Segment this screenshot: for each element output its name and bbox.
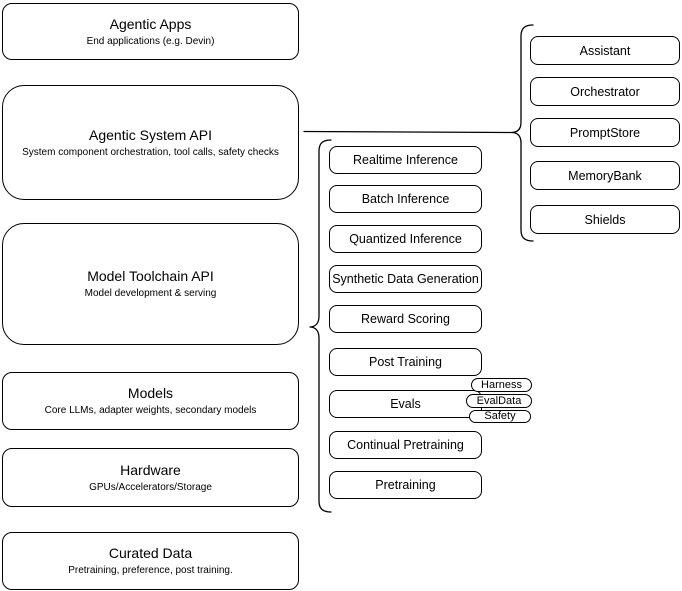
node-promptstore: PromptStore (530, 118, 680, 147)
node-realtime-inference: Realtime Inference (329, 146, 482, 174)
node-label: Reward Scoring (361, 312, 450, 326)
node-label: Synthetic Data Generation (332, 272, 479, 286)
node-label: Orchestrator (570, 84, 640, 99)
node-title: Agentic Apps (109, 15, 192, 32)
node-label: Continual Pretraining (347, 438, 464, 452)
brace-to-system-api-line (303, 130, 513, 134)
node-memorybank: MemoryBank (530, 161, 680, 190)
node-label: Batch Inference (361, 192, 450, 206)
node-synthetic-data-generation: Synthetic Data Generation (329, 265, 482, 293)
node-title: Model Toolchain API (87, 268, 214, 284)
node-label: Quantized Inference (349, 232, 462, 246)
node-model-toolchain-api: Model Toolchain API Model development & … (2, 223, 299, 345)
node-quantized-inference: Quantized Inference (329, 225, 482, 253)
node-assistant: Assistant (530, 36, 680, 65)
node-label: PromptStore (569, 125, 641, 140)
node-pretraining: Pretraining (329, 471, 482, 499)
node-agentic-system-api: Agentic System API System component orch… (2, 85, 299, 200)
node-orchestrator: Orchestrator (530, 77, 680, 106)
node-label: Post Training (369, 355, 442, 369)
node-post-training: Post Training (329, 348, 482, 376)
node-reward-scoring: Reward Scoring (329, 305, 482, 333)
node-subtitle: GPUs/Accelerators/Storage (89, 481, 212, 493)
node-title: Models (127, 385, 174, 401)
node-agentic-apps: Agentic Apps End applications (e.g. Devi… (2, 3, 299, 60)
node-hardware: Hardware GPUs/Accelerators/Storage (2, 448, 299, 507)
node-label: Evals (390, 397, 421, 411)
node-continual-pretraining: Continual Pretraining (329, 431, 482, 459)
node-title: Agentic System API (89, 126, 212, 143)
node-evals: Evals (329, 390, 482, 418)
toolchain-brace (309, 139, 332, 513)
tag-label: Harness (481, 378, 522, 391)
node-curated-data: Curated Data Pretraining, preference, po… (2, 532, 299, 590)
node-title: Curated Data (108, 545, 193, 561)
node-subtitle: System component orchestration, tool cal… (22, 146, 279, 158)
node-subtitle: Pretraining, preference, post training. (68, 565, 233, 576)
node-subtitle: End applications (e.g. Devin) (86, 35, 215, 47)
node-label: Shields (584, 212, 626, 227)
node-title: Hardware (120, 461, 181, 478)
node-label: MemoryBank (568, 168, 642, 183)
node-label: Assistant (579, 43, 631, 58)
node-shields: Shields (530, 205, 680, 234)
node-batch-inference: Batch Inference (329, 185, 482, 213)
tag-label: EvalData (476, 394, 522, 407)
tag-label: Safety (484, 410, 516, 422)
tag-harness: Harness (471, 378, 532, 392)
node-subtitle: Core LLMs, adapter weights, secondary mo… (44, 405, 257, 416)
node-label: Realtime Inference (353, 153, 458, 167)
tag-safety: Safety (469, 410, 531, 423)
node-label: Pretraining (375, 478, 436, 492)
node-subtitle: Model development & serving (84, 288, 217, 299)
tag-evaldata: EvalData (466, 394, 532, 408)
node-models: Models Core LLMs, adapter weights, secon… (2, 372, 299, 430)
